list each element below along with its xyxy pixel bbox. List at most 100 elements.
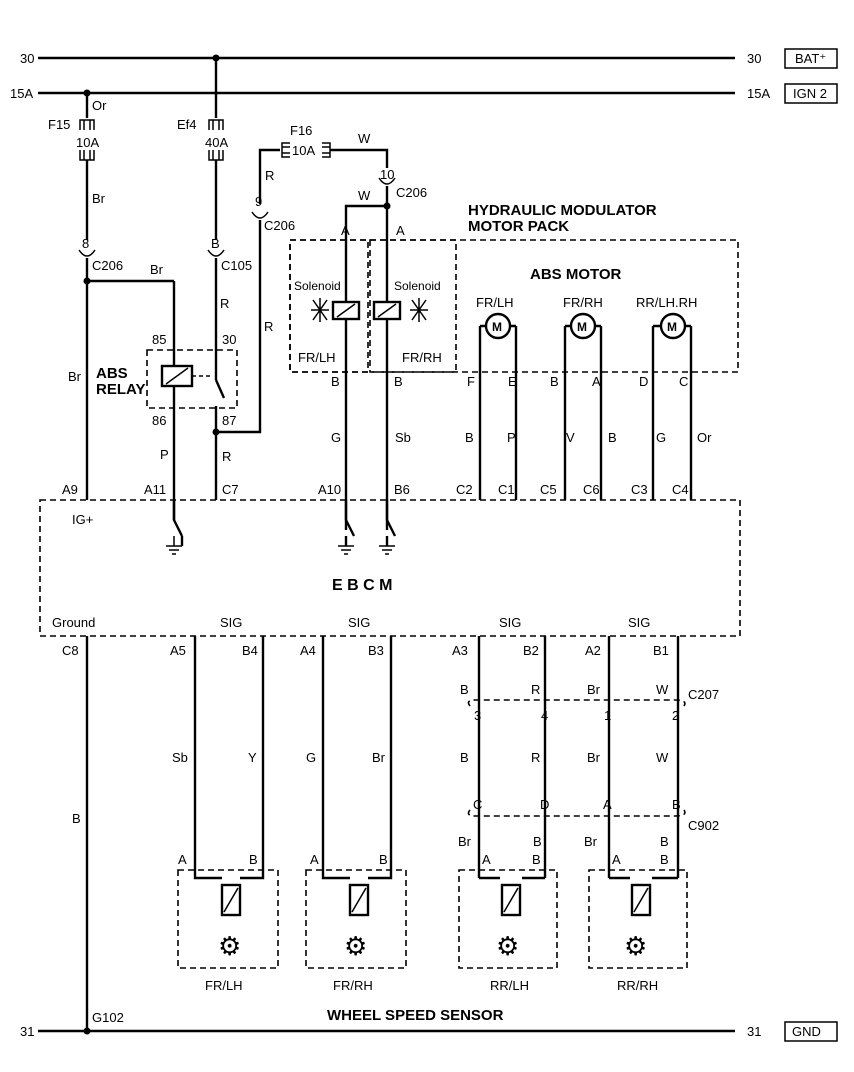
ebcm-pin-b1: B1 xyxy=(653,643,669,658)
c902-pin: D xyxy=(540,797,549,812)
c105-name: C105 xyxy=(221,258,252,273)
rear-low-wire-color: B xyxy=(533,834,542,849)
f15-name: F15 xyxy=(48,117,70,132)
ebcm-pin-b2: B2 xyxy=(523,643,539,658)
ebcm-sig-label: SIG xyxy=(220,615,242,630)
sensor-pin-a: A xyxy=(482,852,491,867)
c902-name: C902 xyxy=(688,818,719,833)
wire-color-g: G xyxy=(331,430,341,445)
connector-c206-8 xyxy=(78,249,96,257)
ig-wire-color: Br xyxy=(68,369,82,384)
rear-mid-wire-color: B xyxy=(460,750,469,765)
ground-symbols xyxy=(166,536,395,555)
rear-low-wire-color: Br xyxy=(584,834,598,849)
sensor-label-frrh: FR/RH xyxy=(333,978,373,993)
f15-out-wire-color: Br xyxy=(92,191,106,206)
ign-rail-label: IGN 2 xyxy=(793,86,827,101)
ign-rail: 15A 15A IGN 2 xyxy=(10,83,838,104)
sol-frrh-label: Solenoid xyxy=(394,279,441,293)
sensor-label-rrrh: RR/RH xyxy=(617,978,658,993)
f16-name: F16 xyxy=(290,123,312,138)
motor-frrh: M xyxy=(563,312,603,500)
ebcm-pin-b4: B4 xyxy=(242,643,258,658)
ef4-out-wire-color: R xyxy=(220,296,229,311)
relay-pin-85: 85 xyxy=(152,332,166,347)
connector-c902 xyxy=(467,809,686,817)
ebcm-ground-label: Ground xyxy=(52,615,95,630)
wire-color-g: G xyxy=(656,430,666,445)
sensor-rrrh: A B ⚙ xyxy=(588,852,688,969)
connector-c207 xyxy=(467,699,686,707)
wire-color-p: P xyxy=(507,430,516,445)
bat-rail: 30 30 BAT⁺ xyxy=(20,48,838,69)
ebcm-pin-a2: A2 xyxy=(585,643,601,658)
bat-rail-right-number: 30 xyxy=(747,51,761,66)
ebcm-pin-a11: A11 xyxy=(144,482,166,497)
ebcm-sig-label: SIG xyxy=(499,615,521,630)
sensor-pin-a: A xyxy=(310,852,319,867)
relay-out-wire-color: R xyxy=(264,319,273,334)
wire-color-b: B xyxy=(608,430,617,445)
c206-10-name: C206 xyxy=(396,185,427,200)
c206-8-name: C206 xyxy=(92,258,123,273)
connector-c206-10 xyxy=(378,177,396,185)
c207-pin: 4 xyxy=(541,708,548,723)
sol-frlh-pin-b: B xyxy=(331,374,340,389)
motor-frlh-glyph: M xyxy=(492,320,502,334)
wire-color-or: Or xyxy=(697,430,712,445)
c207-pin: 3 xyxy=(474,708,481,723)
gnd-rail-left-number: 31 xyxy=(20,1024,34,1039)
abs-motor-title: ABS MOTOR xyxy=(530,266,622,283)
connector-c206-9 xyxy=(251,211,269,219)
motor-frrh-name: FR/RH xyxy=(563,295,603,310)
ebcm-pin-a9: A9 xyxy=(62,482,78,497)
ebcm-pin-c8: C8 xyxy=(62,643,79,658)
sensor-pin-b: B xyxy=(532,852,541,867)
sensor-rrlh: A B ⚙ xyxy=(458,852,558,969)
motor-frlh: M xyxy=(478,312,518,500)
hydraulic-modulator: HYDRAULIC MODULATOR MOTOR PACK ABS MOTOR… xyxy=(289,202,739,530)
ebcm-pin-a4: A4 xyxy=(300,643,316,658)
gnd-rail: 31 31 GND xyxy=(20,1021,838,1042)
motor-rr-name: RR/LH.RH xyxy=(636,295,697,310)
c206-9-name: C206 xyxy=(264,218,295,233)
sol-frrh-pin-a: A xyxy=(396,223,405,238)
rear-wire-color: Br xyxy=(587,682,601,697)
abs-relay: ABS RELAY 85 30 86 87 P R xyxy=(96,281,238,520)
rear-sensor-wiring: B R Br W C207 3 4 1 2 B R Br W C D A B C… xyxy=(458,636,719,880)
motor-pin-f: F xyxy=(467,374,475,389)
gear-icon: ⚙ xyxy=(624,931,647,961)
ebcm-pin-c6: C6 xyxy=(583,482,600,497)
f16-in-wire-color: R xyxy=(265,168,274,183)
ebcm-ig-label: IG+ xyxy=(72,512,93,527)
relay-87-wire-color: R xyxy=(222,449,231,464)
relay-pin-30: 30 xyxy=(222,332,236,347)
c206-8-pin: 8 xyxy=(82,236,89,251)
front-sensor-wiring: Sb Y G Br xyxy=(172,636,393,880)
gnd-rail-right-number: 31 xyxy=(747,1024,761,1039)
relay-86-wire-color: P xyxy=(160,447,169,462)
fl-wire-b-color: Y xyxy=(248,750,257,765)
ebcm-ground-wire: B G102 xyxy=(72,636,124,1031)
ebcm-pin-b6: B6 xyxy=(394,482,410,497)
f16-rating: 10A xyxy=(292,143,315,158)
ebcm-pin-c1: C1 xyxy=(498,482,515,497)
ef4-name: Ef4 xyxy=(177,117,197,132)
sol-frlh-label: Solenoid xyxy=(294,279,341,293)
sensor-pin-b: B xyxy=(660,852,669,867)
sensor-pin-a: A xyxy=(612,852,621,867)
sensor-frrh: A B ⚙ xyxy=(305,852,407,969)
c206-10-pin: 10 xyxy=(380,167,394,182)
sol-frlh-name: FR/LH xyxy=(298,350,336,365)
wheel-speed-sensor-title: WHEEL SPEED SENSOR xyxy=(327,1007,504,1024)
ign-rail-right-number: 15A xyxy=(747,86,770,101)
fr-wire-a-color: G xyxy=(306,750,316,765)
modulator-title-2: MOTOR PACK xyxy=(468,218,569,235)
ebcm-pin-c3: C3 xyxy=(631,482,648,497)
sensor-pin-a: A xyxy=(178,852,187,867)
sensor-frlh: A B ⚙ xyxy=(177,852,279,969)
relay-pin-86: 86 xyxy=(152,413,166,428)
ef4-fuse-circuit: Ef4 40A B C105 R xyxy=(177,58,252,380)
relay-output-wire: 9 C206 R R xyxy=(216,148,295,434)
f15-fuse-circuit: Or F15 10A Br 8 C206 Br Br xyxy=(48,93,174,500)
